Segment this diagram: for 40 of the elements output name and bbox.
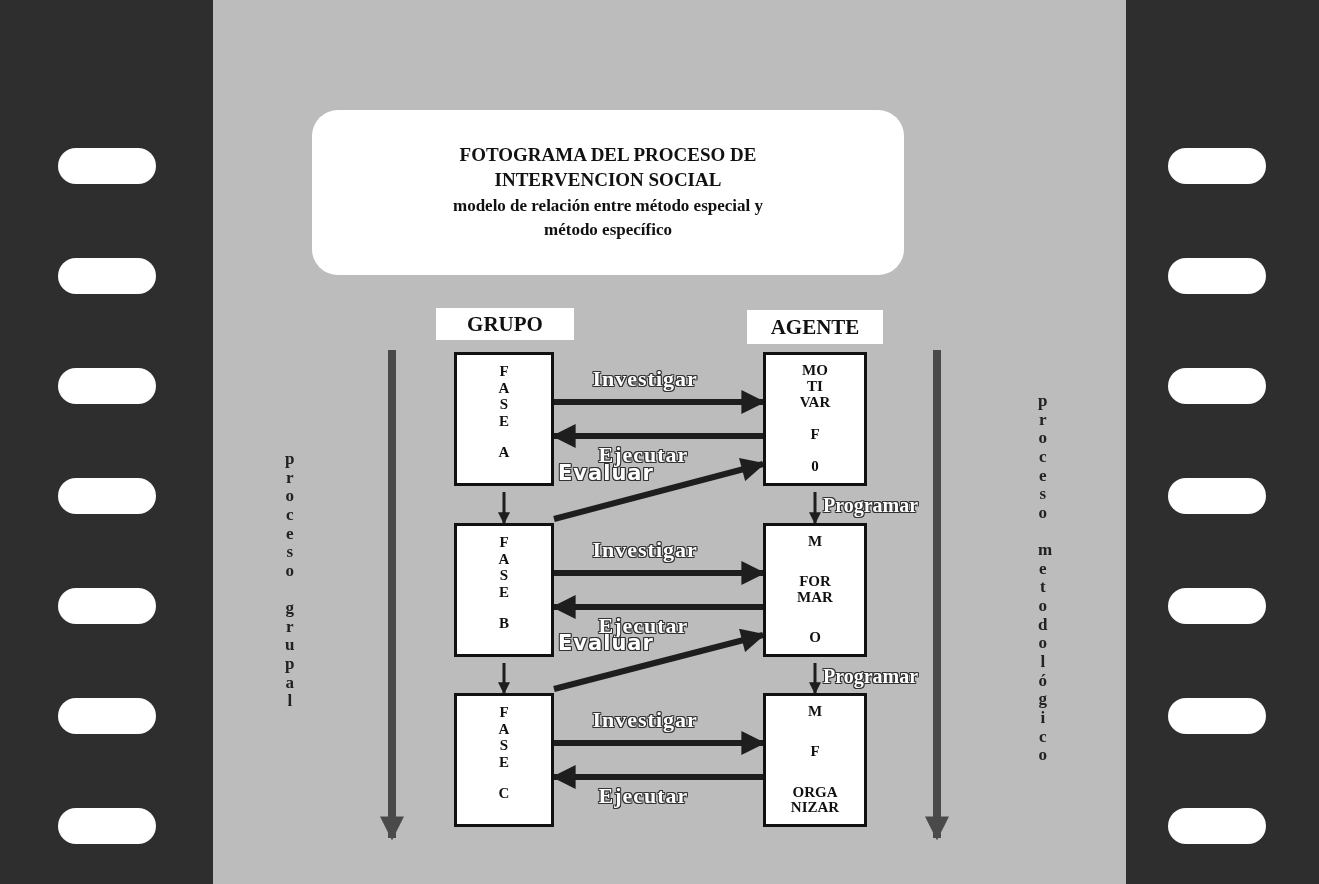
arrow xyxy=(498,663,510,695)
step-box xyxy=(763,523,867,657)
edge-label: Ejecutar xyxy=(598,783,689,809)
step-text: F xyxy=(810,744,820,760)
edge-label: Programar xyxy=(823,665,919,688)
phase-text: FASE xyxy=(498,534,510,600)
phase-text: FASE xyxy=(498,704,510,770)
phase-box xyxy=(454,523,554,657)
phase-letter: A xyxy=(498,445,510,461)
vertical-label: proceso metodológico xyxy=(1037,392,1053,766)
edge-label: Investigar xyxy=(592,707,698,733)
phase-box xyxy=(454,352,554,486)
heading-box xyxy=(747,310,883,344)
arrow xyxy=(809,492,821,525)
title-text: FOTOGRAMA DEL PROCESO DE INTERVENCION SOCIAL xyxy=(458,143,758,192)
step-text: ORGA NIZAR xyxy=(790,784,840,816)
phase-letter: B xyxy=(499,616,509,632)
step-text: M xyxy=(807,534,823,550)
heading-box xyxy=(436,308,574,340)
edge-label: Investigar xyxy=(592,537,698,563)
step-text: M xyxy=(807,704,823,720)
edge-label: Programar xyxy=(823,494,919,517)
step-box xyxy=(763,352,867,486)
step-text: F xyxy=(810,426,820,443)
subtitle-text: modelo de relación entre método especial y método específico xyxy=(451,195,764,242)
title-panel xyxy=(312,110,904,275)
step-text: FOR MAR xyxy=(797,574,833,606)
phase-text: FASE xyxy=(498,363,510,429)
phase-box xyxy=(454,693,554,827)
step-text: O xyxy=(809,630,821,646)
step-text: 0 xyxy=(811,459,819,475)
column-heading: GRUPO xyxy=(467,311,543,337)
phase-letter: C xyxy=(498,786,510,802)
edge-label: Investigar xyxy=(592,366,698,392)
arrow xyxy=(498,492,510,525)
arrow xyxy=(809,663,821,695)
step-box xyxy=(763,693,867,827)
vertical-label: proceso grupal xyxy=(284,450,296,711)
column-heading: AGENTE xyxy=(770,314,860,340)
step-text: MO TI VAR xyxy=(799,363,831,411)
